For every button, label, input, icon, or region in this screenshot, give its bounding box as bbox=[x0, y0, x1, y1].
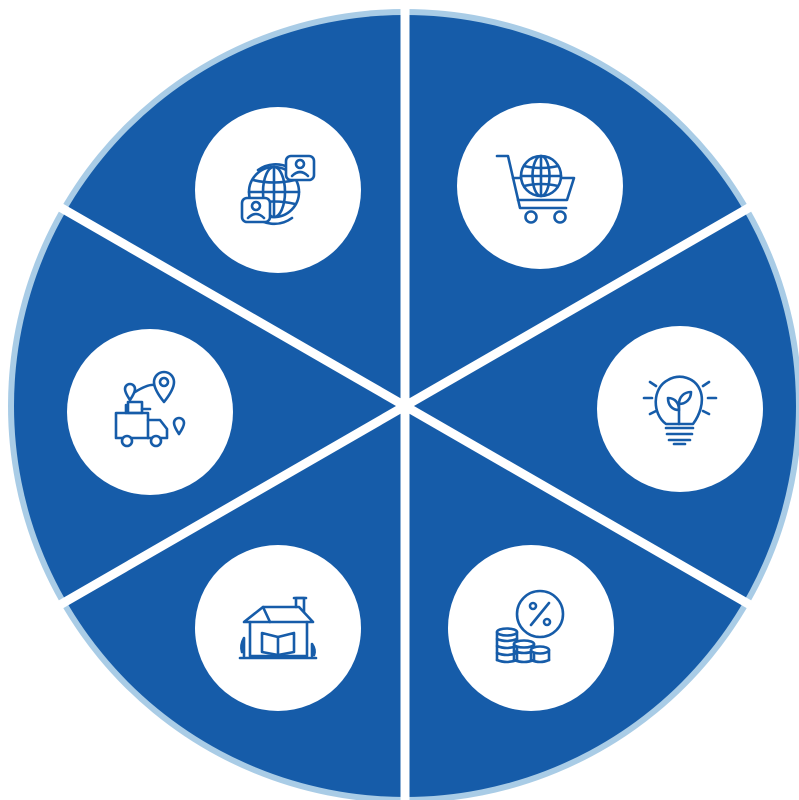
divider-upper-left bbox=[55, 202, 408, 410]
delivery-truck-location-icon bbox=[114, 370, 186, 448]
globe-people-network-icon bbox=[240, 154, 316, 226]
house-book-icon bbox=[238, 596, 318, 660]
divider-upper-right bbox=[402, 202, 755, 410]
icon-bubble-education bbox=[195, 545, 361, 711]
icon-bubble-logistics bbox=[67, 329, 233, 495]
segment-network bbox=[195, 107, 361, 273]
divider-lower-left bbox=[55, 402, 408, 610]
center-hub bbox=[399, 400, 411, 412]
segment-logistics bbox=[67, 329, 233, 495]
segment-education bbox=[195, 545, 361, 711]
shopping-cart-globe-icon bbox=[495, 154, 576, 224]
icon-bubble-network bbox=[195, 107, 361, 273]
segment-innovation bbox=[597, 326, 763, 492]
divider-lower-right bbox=[402, 402, 755, 610]
coins-percent-icon bbox=[495, 589, 565, 664]
segment-finance bbox=[448, 545, 614, 711]
segment-dividers bbox=[55, 0, 755, 800]
lightbulb-plant-icon bbox=[642, 375, 718, 446]
icon-bubble-finance bbox=[448, 545, 614, 711]
segment-ecommerce bbox=[457, 103, 623, 269]
